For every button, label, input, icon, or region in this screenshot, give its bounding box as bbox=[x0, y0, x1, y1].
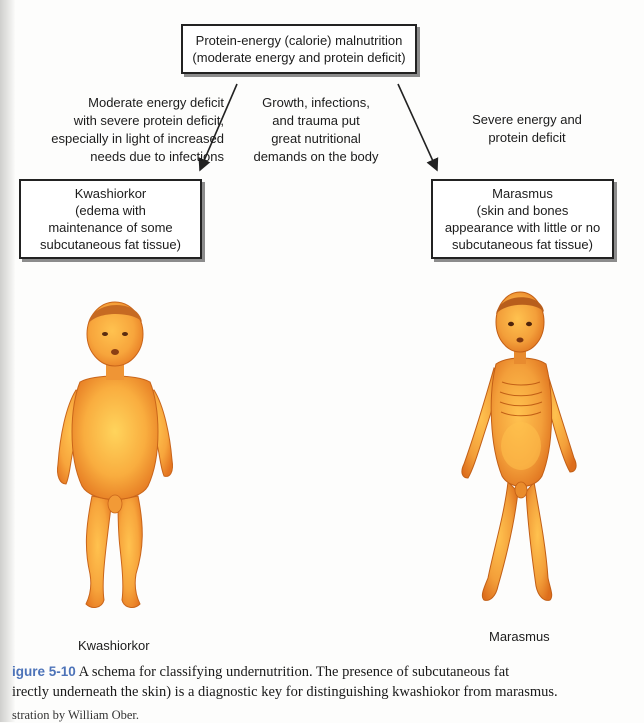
kwashiorkor-cause-note: Moderate energy deficit with severe prot… bbox=[51, 95, 224, 164]
malnutrition-subtitle: (moderate energy and protein deficit) bbox=[192, 50, 406, 65]
kwashiorkor-child-illustration bbox=[57, 301, 173, 608]
kwashiorkor-box: Kwashiorkor (edema with maintenance of s… bbox=[19, 179, 202, 259]
illustration-credit: stration by William Ober. bbox=[12, 708, 140, 722]
marasmus-child-illustration bbox=[461, 291, 577, 601]
kwashiorkor-figure-label: Kwashiorkor bbox=[78, 638, 150, 653]
demands-note: Growth, infections, and trauma put great… bbox=[253, 95, 379, 164]
arrow-to-marasmus bbox=[397, 83, 439, 172]
arrow-to-kwashiorkor bbox=[198, 83, 238, 172]
caption-text-line2: irectly underneath the skin) is a diagno… bbox=[12, 684, 558, 700]
caption-text: A schema for classifying undernutrition.… bbox=[75, 664, 510, 680]
kwashiorkor-title: Kwashiorkor bbox=[74, 186, 147, 201]
malnutrition-box: Protein-energy (calorie) malnutrition (m… bbox=[181, 24, 417, 74]
figure-caption: igure 5-10 A schema for classifying unde… bbox=[12, 662, 637, 702]
malnutrition-title: Protein-energy (calorie) malnutrition bbox=[195, 33, 403, 48]
figure-number: igure 5-10 bbox=[12, 664, 76, 679]
marasmus-figure-label: Marasmus bbox=[489, 629, 550, 644]
page-spine-shadow bbox=[0, 0, 15, 722]
marasmus-box: Marasmus (skin and bones appearance with… bbox=[431, 179, 614, 259]
marasmus-cause-note: Severe energy and protein deficit bbox=[472, 112, 582, 145]
marasmus-title: Marasmus bbox=[492, 186, 553, 201]
